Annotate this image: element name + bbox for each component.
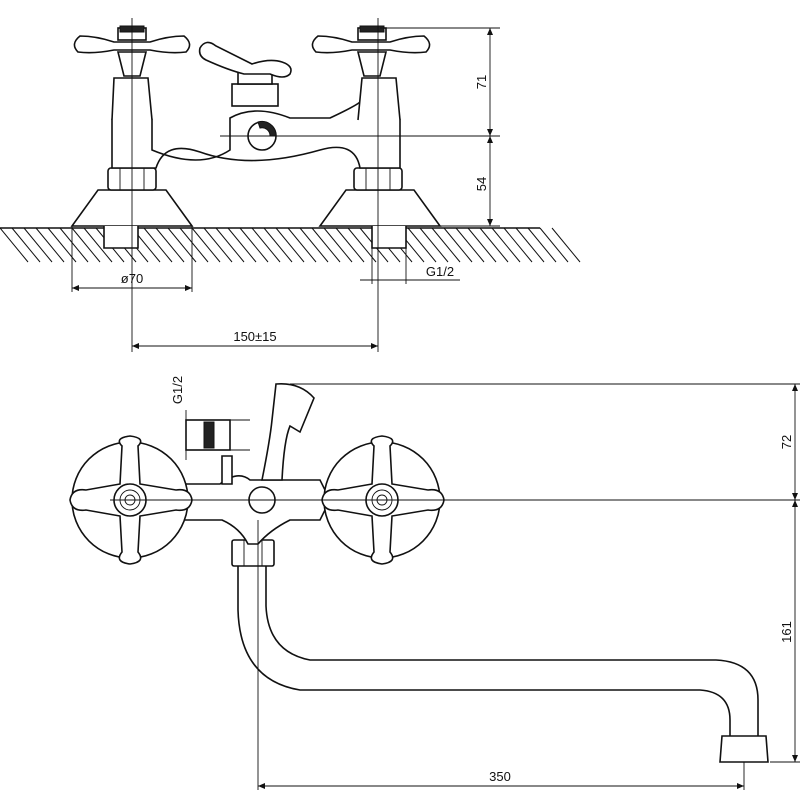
hatch-line [311, 227, 341, 263]
hatch-line [467, 227, 497, 263]
hatch-line [143, 227, 173, 263]
hatch-line [215, 227, 245, 263]
hatch-line [23, 227, 53, 263]
hatch-line [407, 227, 437, 263]
hatch-line [347, 227, 377, 263]
hatch-line [0, 227, 29, 263]
hatch-line [71, 227, 101, 263]
spout-pipe [237, 566, 731, 736]
dim-height-spout: 161 [779, 621, 794, 643]
hatch-line [503, 227, 533, 263]
hatch-line [527, 227, 557, 263]
hatch-line [299, 227, 329, 263]
deck-hatching [0, 227, 581, 263]
right-base-flange [318, 189, 442, 227]
hatch-line [443, 227, 473, 263]
hatch-line [515, 227, 545, 263]
hatch-line [179, 227, 209, 263]
hatch-line [263, 227, 293, 263]
hatch-line [491, 227, 521, 263]
hatch-line [455, 227, 485, 263]
right-cross-handle [311, 25, 431, 77]
front-elevation-view: 71 54 ø70 G1/2 150±15 [0, 18, 581, 352]
diverter-body [231, 83, 279, 107]
hatch-line [83, 227, 113, 263]
dim-height-upper: 71 [474, 75, 489, 89]
hatch-line [551, 227, 581, 263]
hatch-line [35, 227, 65, 263]
dim-height-lower: 54 [474, 177, 489, 191]
hatch-line [287, 227, 317, 263]
diverter-lever-top [261, 382, 315, 481]
spout-aerator [719, 735, 769, 763]
hatch-line [419, 227, 449, 263]
dim-thread-top: G1/2 [426, 264, 454, 279]
top-view: G1/2 72 161 350 [69, 376, 800, 790]
hatch-line [275, 227, 305, 263]
hatch-line [335, 227, 365, 263]
dim-spout-length: 350 [489, 769, 511, 784]
hatch-line [167, 227, 197, 263]
hatch-line [191, 227, 221, 263]
hatch-line [431, 227, 461, 263]
hatch-line [251, 227, 281, 263]
hatch-line [155, 227, 185, 263]
dim-diameter: ø70 [121, 271, 143, 286]
hatch-line [59, 227, 89, 263]
hatch-line [11, 227, 41, 263]
dim-height-handle: 72 [779, 435, 794, 449]
hatch-line [203, 227, 233, 263]
hatch-line [47, 227, 77, 263]
hatch-line [227, 227, 257, 263]
hatch-line [479, 227, 509, 263]
hatch-line [239, 227, 269, 263]
diverter-lever [198, 41, 292, 78]
hatch-line [323, 227, 353, 263]
hatch-line [539, 227, 569, 263]
dim-thread-side: G1/2 [170, 376, 185, 404]
dim-spacing: 150±15 [233, 329, 276, 344]
